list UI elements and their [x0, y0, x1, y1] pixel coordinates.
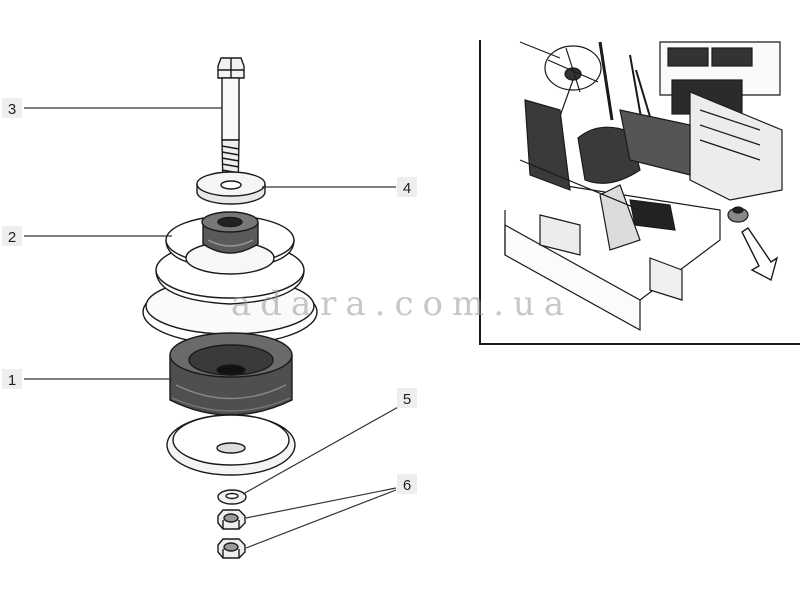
callout-4: 4	[397, 177, 417, 197]
lower-mount-part-1	[166, 332, 296, 476]
upper-washer-part-4	[196, 171, 266, 205]
leader-lines	[24, 107, 401, 549]
svg-text:4: 4	[403, 180, 411, 197]
watermark: adara.com.ua	[231, 284, 573, 324]
callout-6: 6	[397, 474, 417, 494]
callout-5: 5	[397, 388, 417, 408]
nut-part-6-upper	[217, 509, 246, 530]
callout-3: 3	[2, 98, 22, 118]
nut-part-6-lower	[217, 538, 246, 559]
svg-text:3: 3	[8, 101, 16, 118]
bolt-part-3	[217, 57, 245, 191]
svg-text:2: 2	[8, 229, 16, 246]
callout-2: 2	[2, 226, 22, 246]
callout-1: 1	[2, 369, 22, 389]
svg-text:5: 5	[403, 391, 411, 408]
flat-washer-part-5	[217, 489, 247, 505]
svg-text:6: 6	[403, 477, 411, 494]
upper-cup-part-2	[142, 211, 318, 345]
exploded-assembly	[142, 57, 318, 559]
svg-text:1: 1	[8, 372, 16, 389]
location-inset	[479, 40, 800, 345]
